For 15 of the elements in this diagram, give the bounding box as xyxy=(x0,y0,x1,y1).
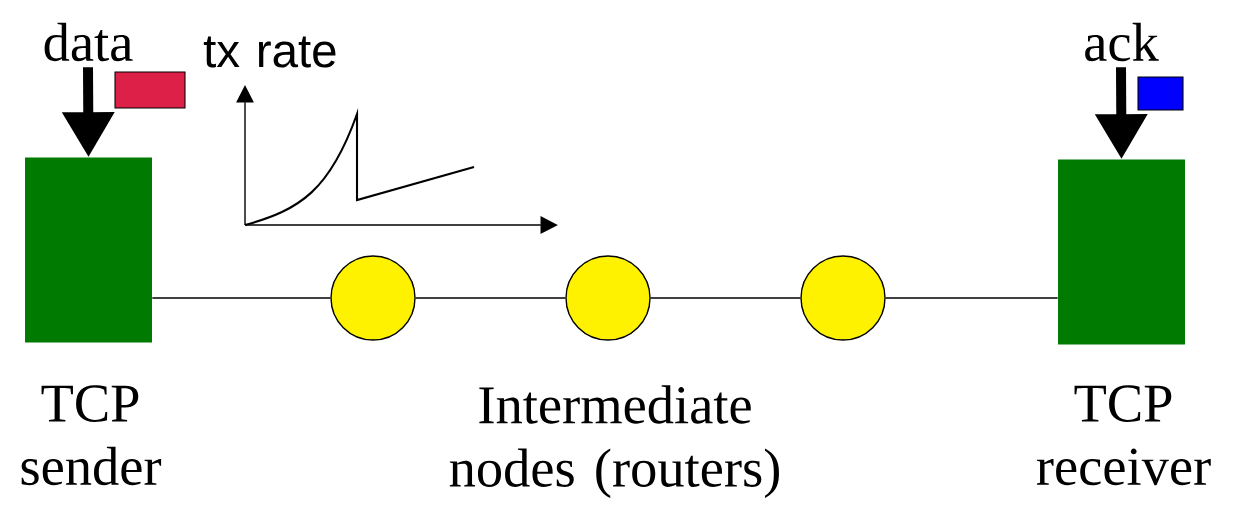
router-circle xyxy=(330,255,416,341)
axis-label: tx rate xyxy=(203,36,336,68)
link-line xyxy=(415,297,566,299)
host-box xyxy=(1058,159,1185,345)
link-line xyxy=(885,297,1059,299)
caption-text: Intermediate nodes (routers) xyxy=(449,385,779,498)
link-line xyxy=(650,297,801,299)
host-label: TCP receiver xyxy=(1036,385,1211,486)
data-label: data xyxy=(44,22,133,62)
link-line xyxy=(151,297,332,299)
router-circle xyxy=(565,255,651,341)
host-box xyxy=(25,157,152,343)
data-label: ack xyxy=(1085,22,1159,62)
host-label: TCP sender xyxy=(21,385,162,486)
router-circle xyxy=(800,255,886,341)
